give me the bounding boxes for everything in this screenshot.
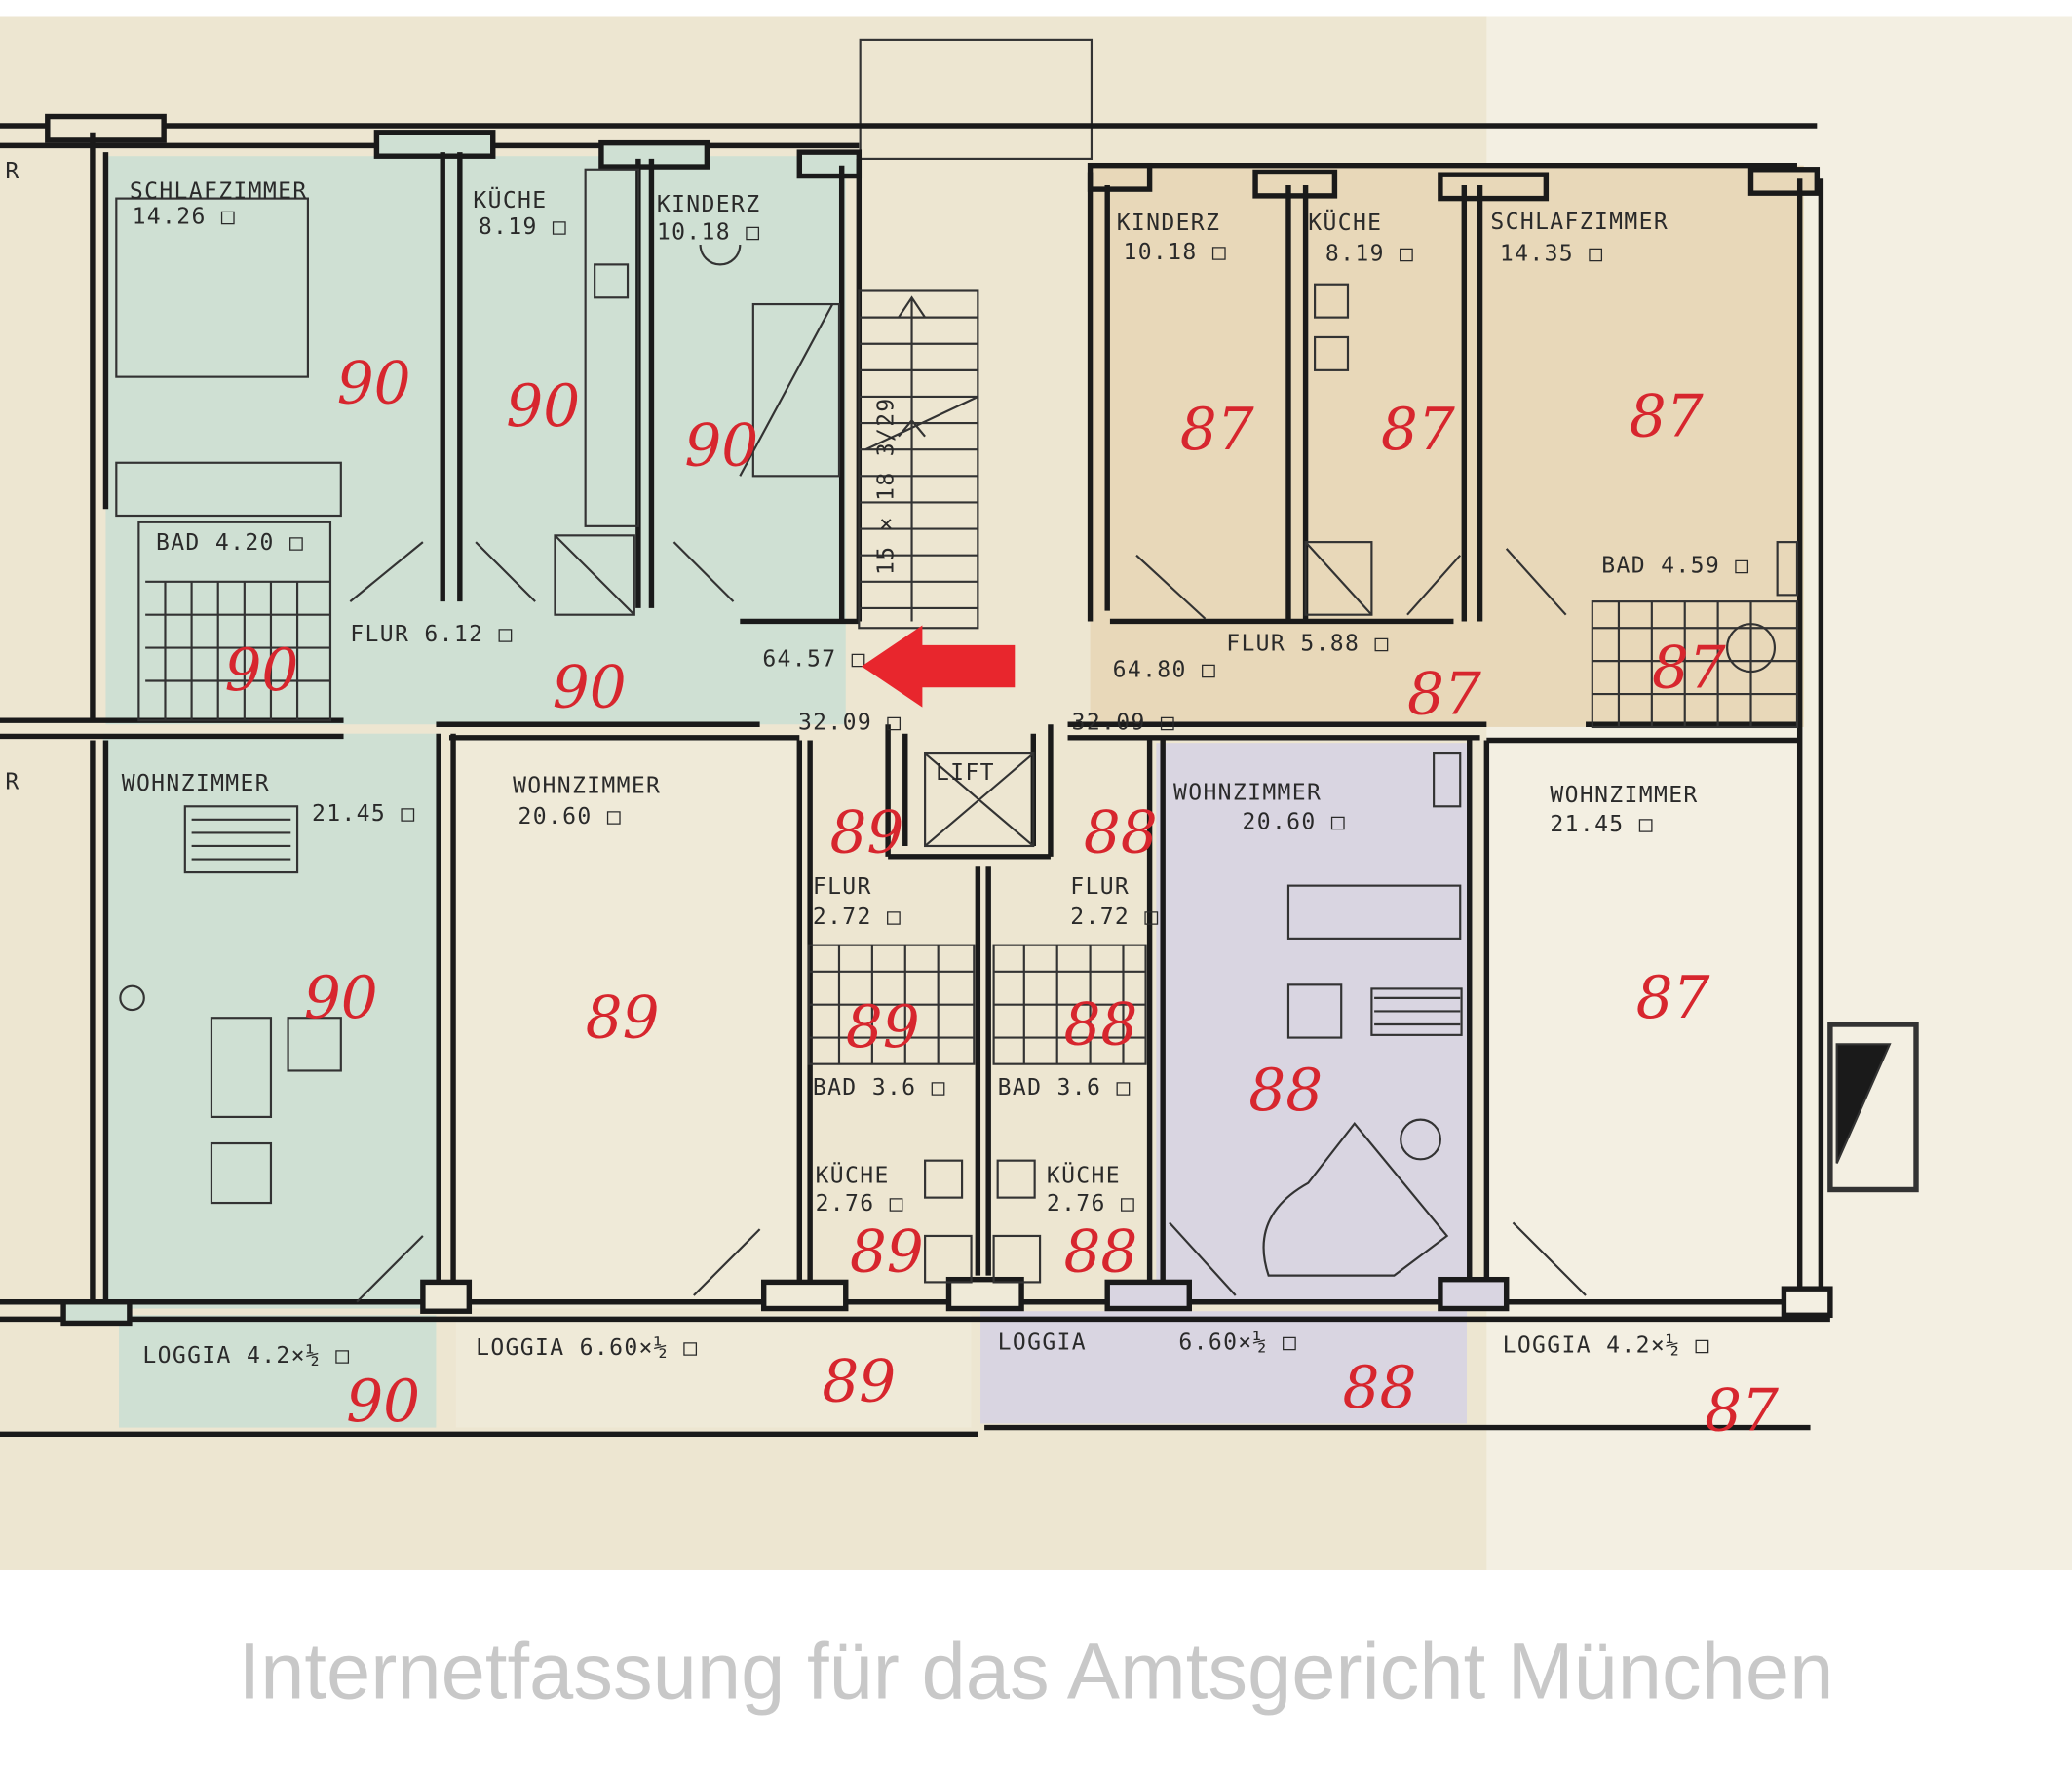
mark-88: 88 — [1084, 800, 1158, 868]
stair-label: 15 × 18 3/29 — [874, 397, 900, 575]
apt89-wohnzimmer-area: 20.60 □ — [518, 804, 622, 829]
apt90-schlafzimmer-name: SCHLAFZIMMER — [130, 179, 308, 205]
mark-89: 89 — [846, 994, 920, 1061]
share-area-left: 32.09 □ — [798, 711, 902, 736]
mark-90: 90 — [224, 637, 298, 705]
mark-90: 90 — [337, 351, 411, 418]
mark-88: 88 — [1063, 991, 1137, 1059]
mark-88: 88 — [1343, 1355, 1417, 1422]
apt90-kueche-area: 8.19 □ — [479, 214, 567, 240]
apt89-flur-area: 2.72 □ — [813, 905, 902, 930]
mark-90: 90 — [346, 1369, 420, 1436]
apt90-kinderz-name: KINDERZ — [657, 192, 761, 217]
apt90-schlafzimmer-area: 14.26 □ — [133, 204, 237, 229]
apt89-kueche-name: KÜCHE — [816, 1162, 890, 1189]
apt90-loggia-label: LOGGIA 4.2×½ □ — [142, 1343, 350, 1369]
apt89-wohnzimmer-name: WOHNZIMMER — [513, 774, 661, 799]
apt90-wohnzimmer-area: 21.45 □ — [312, 801, 416, 827]
mark-89: 89 — [829, 800, 903, 868]
mark-90: 90 — [553, 655, 627, 722]
apt87-loggia-label: LOGGIA 4.2×½ □ — [1503, 1332, 1710, 1358]
apt90-total-area: 64.57 □ — [762, 647, 866, 673]
apt88-wohnzimmer-area: 20.60 □ — [1243, 809, 1347, 834]
lift-label: LIFT — [936, 760, 995, 786]
apt87-kueche-name: KÜCHE — [1308, 209, 1382, 236]
apt88-flur-name: FLUR — [1070, 874, 1130, 900]
apt90-kinderz-area: 10.18 □ — [657, 220, 761, 246]
apt87-kinderz-area: 10.18 □ — [1123, 240, 1227, 265]
mark-88: 88 — [1063, 1219, 1137, 1287]
apt88-bad-label: BAD 3.6 □ — [998, 1075, 1132, 1100]
apt88-wohnzimmer-name: WOHNZIMMER — [1173, 781, 1322, 806]
left-edge-label-top: R — [5, 159, 19, 184]
balcony-outline — [859, 38, 1094, 161]
mark-89: 89 — [850, 1219, 924, 1287]
apartment-89-area — [455, 740, 972, 1428]
apt88-kueche-area: 2.76 □ — [1047, 1191, 1135, 1216]
mark-89: 89 — [822, 1348, 896, 1415]
apt88-loggia-name: LOGGIA — [998, 1330, 1087, 1356]
mark-90: 90 — [506, 373, 580, 441]
apt87-schlafzimmer-area: 14.35 □ — [1500, 241, 1604, 266]
mark-89: 89 — [586, 985, 660, 1053]
apt89-kueche-area: 2.76 □ — [816, 1191, 904, 1216]
apt89-flur-name: FLUR — [813, 874, 872, 900]
apartment-90-area — [102, 156, 846, 1428]
mark-87: 87 — [1630, 384, 1704, 451]
apt87-bad-label: BAD 4.59 □ — [1601, 553, 1749, 578]
apt88-flur-area: 2.72 □ — [1070, 905, 1159, 930]
apt90-bad-label: BAD 4.20 □ — [156, 530, 304, 556]
apt90-kueche-name: KÜCHE — [473, 186, 547, 213]
apt87-wohnzimmer-name: WOHNZIMMER — [1550, 783, 1698, 808]
apt87-kinderz-name: KINDERZ — [1117, 211, 1221, 236]
apt87-schlafzimmer-name: SCHLAFZIMMER — [1490, 210, 1669, 235]
apt87-kueche-area: 8.19 □ — [1325, 241, 1414, 266]
mark-87: 87 — [1705, 1377, 1779, 1445]
apt90-wohnzimmer-name: WOHNZIMMER — [122, 771, 270, 796]
mark-87: 87 — [1407, 661, 1481, 728]
staircase[interactable] — [858, 289, 979, 630]
apt88-kueche-name: KÜCHE — [1047, 1162, 1121, 1189]
share-area-right: 32.09 □ — [1072, 711, 1176, 736]
apt87-flur-label: FLUR 5.88 □ — [1226, 631, 1389, 656]
left-edge-label-bottom: R — [5, 770, 19, 795]
apt87-total-area: 64.80 □ — [1113, 657, 1217, 682]
mark-87: 87 — [1652, 635, 1726, 702]
arrow-left-icon — [862, 625, 1016, 708]
apt89-bad-label: BAD 3.6 □ — [813, 1075, 946, 1100]
mark-90: 90 — [304, 965, 378, 1032]
apt88-loggia-area: 6.60×½ □ — [1178, 1330, 1297, 1356]
apt89-loggia-label: LOGGIA 6.60×½ □ — [476, 1335, 698, 1361]
mark-88: 88 — [1248, 1058, 1323, 1125]
mark-90: 90 — [684, 412, 758, 480]
fixtures — [115, 168, 1919, 1303]
apt90-flur-label: FLUR 6.12 □ — [350, 622, 513, 647]
mark-87: 87 — [1381, 397, 1455, 464]
mark-87: 87 — [1636, 965, 1710, 1032]
handwritten-unit-numbers: 90 90 90 90 90 90 90 89 89 89 89 89 88 8… — [224, 351, 1779, 1446]
watermark: Internetfassung für das Amtsgericht Münc… — [239, 1628, 1834, 1716]
mark-87: 87 — [1180, 397, 1254, 464]
apt87-wohnzimmer-area: 21.45 □ — [1550, 812, 1654, 837]
